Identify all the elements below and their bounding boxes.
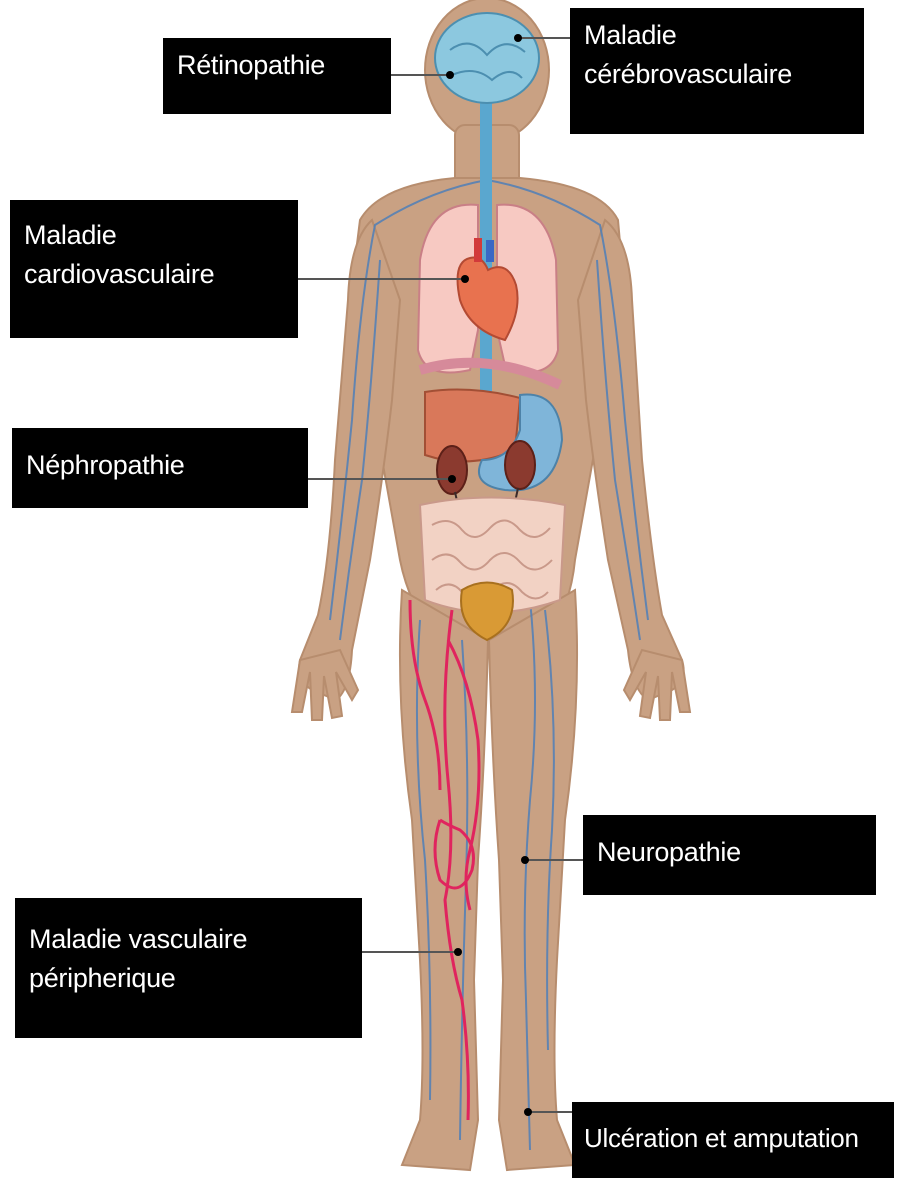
label-cardio-line2: cardiovasculaire <box>24 255 284 294</box>
label-neuropathie-text: Neuropathie <box>597 833 862 872</box>
label-nephropathie-text: Néphropathie <box>26 446 294 485</box>
label-vasc-line2: péripherique <box>29 959 348 998</box>
label-cardio-line1: Maladie <box>24 216 284 255</box>
label-cerebro-line1: Maladie <box>584 16 850 55</box>
label-retinopathie: Rétinopathie <box>163 38 391 114</box>
brain <box>435 13 539 103</box>
label-maladie-cerebrovasculaire: Maladie cérébrovasculaire <box>570 8 864 134</box>
label-neuropathie: Neuropathie <box>583 815 876 895</box>
label-retinopathie-text: Rétinopathie <box>177 46 377 85</box>
label-vasc-line1: Maladie vasculaire <box>29 920 348 959</box>
label-ulceration-amputation: Ulcération et amputation <box>572 1102 894 1178</box>
label-maladie-vasculaire-peripherique: Maladie vasculaire péripherique <box>15 898 362 1038</box>
liver <box>425 390 520 462</box>
label-cerebro-line2: cérébrovasculaire <box>584 55 850 94</box>
label-nephropathie: Néphropathie <box>12 428 308 508</box>
label-maladie-cardiovasculaire: Maladie cardiovasculaire <box>10 200 298 338</box>
label-ulceration-text: Ulcération et amputation <box>584 1120 884 1158</box>
